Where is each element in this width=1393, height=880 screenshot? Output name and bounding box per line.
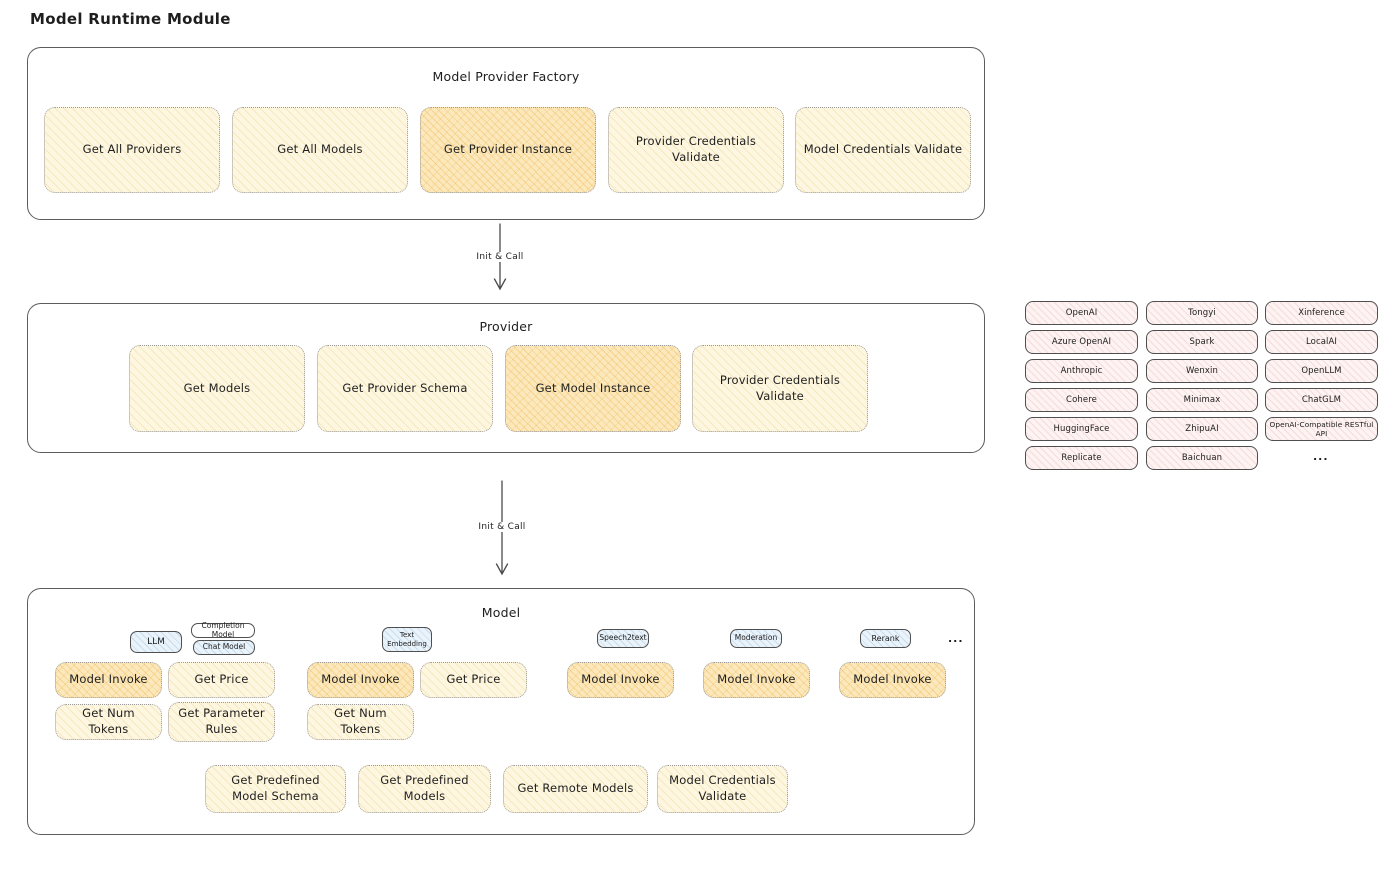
provider-chip-tongyi: Tongyi [1146, 301, 1258, 325]
node-get-price-llm: Get Price [168, 662, 275, 698]
node-model-credentials-validate: Model Credentials Validate [795, 107, 971, 193]
provider-chip-huggingface: HuggingFace [1025, 417, 1138, 441]
node-get-parameter-rules: Get Parameter Rules [168, 702, 275, 742]
provider-chip-openai-compatible: OpenAI-Compatible RESTful API [1265, 417, 1378, 441]
node-get-remote-models: Get Remote Models [503, 765, 648, 813]
tag-speech2text: Speech2text [597, 629, 649, 648]
node-get-num-tokens-embedding: Get Num Tokens [307, 704, 414, 740]
provider-chip-openai: OpenAI [1025, 301, 1138, 325]
provider-chip-xinference: Xinference [1265, 301, 1378, 325]
tag-chat-model: Chat Model [193, 640, 255, 655]
node-get-price-embedding: Get Price [420, 662, 527, 698]
node-provider-credentials-validate: Provider Credentials Validate [608, 107, 784, 193]
provider-chip-wenxin: Wenxin [1146, 359, 1258, 383]
provider-chip-cohere: Cohere [1025, 388, 1138, 412]
node-model-credentials-validate-2: Model Credentials Validate [657, 765, 788, 813]
tag-rerank: Rerank [860, 629, 911, 648]
node-model-invoke-llm: Model Invoke [55, 662, 162, 698]
provider-chip-spark: Spark [1146, 330, 1258, 354]
node-model-invoke-speech2text: Model Invoke [567, 662, 674, 698]
node-get-predefined-model-schema: Get Predefined Model Schema [205, 765, 346, 813]
node-get-predefined-models: Get Predefined Models [358, 765, 491, 813]
provider-title: Provider [479, 319, 533, 334]
provider-chip-baichuan: Baichuan [1146, 446, 1258, 470]
provider-chip-zhipuai: ZhipuAI [1146, 417, 1258, 441]
tag-moderation: Moderation [730, 629, 782, 648]
node-get-provider-instance: Get Provider Instance [420, 107, 596, 193]
provider-chip-openllm: OpenLLM [1265, 359, 1378, 383]
tag-completion-model: Completion Model [191, 621, 255, 638]
tags-more-ellipsis: ... [948, 632, 964, 645]
node-provider-credentials-validate-2: Provider Credentials Validate [692, 345, 868, 432]
node-model-invoke-rerank: Model Invoke [839, 662, 946, 698]
node-model-invoke-moderation: Model Invoke [703, 662, 810, 698]
provider-chip-azure-openai: Azure OpenAI [1025, 330, 1138, 354]
providers-more-ellipsis: ... [1313, 450, 1329, 463]
factory-title: Model Provider Factory [432, 69, 580, 84]
provider-chip-replicate: Replicate [1025, 446, 1138, 470]
init-call-label-2: Init & Call [475, 522, 529, 532]
node-model-invoke-embedding: Model Invoke [307, 662, 414, 698]
tag-llm: LLM [130, 631, 182, 653]
node-get-all-providers: Get All Providers [44, 107, 220, 193]
page-title: Model Runtime Module [30, 10, 231, 28]
node-get-models: Get Models [129, 345, 305, 432]
provider-chip-localai: LocalAI [1265, 330, 1378, 354]
provider-chip-anthropic: Anthropic [1025, 359, 1138, 383]
model-title: Model [481, 605, 521, 620]
provider-chip-minimax: Minimax [1146, 388, 1258, 412]
node-get-provider-schema: Get Provider Schema [317, 345, 493, 432]
provider-chip-chatglm: ChatGLM [1265, 388, 1378, 412]
node-get-all-models: Get All Models [232, 107, 408, 193]
node-get-num-tokens-llm: Get Num Tokens [55, 704, 162, 740]
init-call-label-1: Init & Call [473, 252, 527, 262]
tag-text-embedding: Text Embedding [382, 627, 432, 652]
node-get-model-instance: Get Model Instance [505, 345, 681, 432]
